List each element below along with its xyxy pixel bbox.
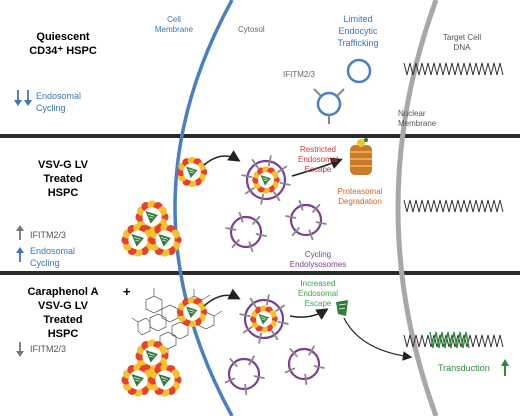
cell-membrane: [173, 0, 234, 416]
panel1-ifitm-label: IFITM2/3: [283, 70, 316, 79]
nuclear-membrane: [395, 0, 439, 416]
cycling-line1: Cycling: [305, 250, 331, 259]
endosome-blue-2-with-ifitm: [313, 88, 345, 124]
lentivirus-cluster-panel3: [121, 339, 182, 397]
endosome-with-virus-panel3: [239, 294, 289, 344]
panel2-endosomal-up-arrow: [16, 247, 24, 262]
proteasome-icon: [350, 138, 372, 175]
panel3-title-line1: Caraphenol A: [27, 286, 98, 298]
endosome-with-virus-panel2: [241, 155, 291, 205]
released-capsid-icon: [336, 300, 348, 316]
panel2-title-line2: Treated: [43, 173, 82, 185]
panel3-title-line4: HSPC: [48, 328, 79, 340]
increased-line1: Increased: [300, 279, 335, 288]
restricted-line1: Restricted: [300, 145, 336, 154]
panel-separator-1: [0, 134, 520, 138]
panel2-ifitm-label: IFITM2/3: [30, 230, 66, 240]
endosome-blue-1: [346, 58, 372, 84]
target-dna-strand-2: [403, 199, 504, 213]
lentivirus-binding-panel3: [176, 296, 208, 328]
target-dna-strand-3: [403, 334, 504, 348]
cell-membrane-label-line1: Cell: [167, 15, 181, 24]
panel-separator-2: [0, 271, 520, 275]
panel3-title-line2: VSV-G LV: [38, 300, 89, 312]
transduction-label: Transduction: [438, 363, 490, 373]
panel1-endosomal-line2: Cycling: [36, 103, 66, 113]
lentivirus-binding-panel2: [176, 156, 208, 188]
degradation-arrow: [291, 157, 343, 177]
panel1-endosomal-line1: Endosomal: [36, 91, 81, 101]
proteasomal-line2: Degradation: [338, 197, 382, 206]
cytosol-label: Cytosol: [238, 25, 265, 34]
endosomes-panel3: [224, 345, 325, 395]
proteasomal-line1: Proteasomal: [338, 187, 383, 196]
panel2-title-line1: VSV-G LV: [38, 159, 89, 171]
endosomal-escape-arrow: [289, 308, 329, 320]
target-dna-strand-1: [403, 62, 504, 76]
nuclear-entry-arrow: [343, 317, 413, 361]
panel2-ifitm-up-arrow: [16, 225, 24, 240]
target-dna-label-line1: Target Cell: [443, 33, 481, 42]
plus-sign: +: [123, 284, 131, 299]
nuclear-membrane-label-line2: Membrane: [398, 119, 437, 128]
restricted-line3: Escape: [305, 165, 332, 174]
panel2-endosomal-line2: Cycling: [30, 258, 60, 268]
panel3-title-line3: Treated: [43, 314, 82, 326]
endosomal-cycling-down-arrows: [14, 90, 32, 106]
integrated-vector-dna: [429, 331, 470, 349]
panel3-ifitm-down-arrow: [16, 342, 24, 357]
cycling-line2: Endolysosomes: [290, 260, 346, 269]
panel3-ifitm-label: IFITM2/3: [30, 344, 66, 354]
transduction-up-arrow: [501, 359, 509, 376]
trafficking-label-line1: Limited: [343, 14, 372, 24]
target-dna-label-line2: DNA: [454, 43, 472, 52]
lentivirus-cluster-panel2: [121, 200, 182, 257]
uptake-arrow-panel3: [203, 288, 241, 307]
restricted-line2: Endosomal: [298, 155, 338, 164]
increased-line2: Endosomal: [298, 289, 338, 298]
trafficking-label-line2: Endocytic: [338, 26, 378, 36]
trafficking-label-line3: Trafficking: [337, 38, 378, 48]
increased-line3: Escape: [305, 299, 332, 308]
uptake-arrow-panel2: [203, 150, 241, 166]
cell-membrane-label-line2: Membrane: [155, 25, 194, 34]
nuclear-membrane-label-line1: Nuclear: [398, 109, 426, 118]
cycling-endolysosomes: [225, 199, 327, 253]
panel2-endosomal-line1: Endosomal: [30, 246, 75, 256]
panel2-title-line3: HSPC: [48, 187, 79, 199]
panel1-title-line1: Quiescent: [36, 31, 90, 43]
panel1-title-line2: CD34⁺ HSPC: [29, 45, 97, 57]
